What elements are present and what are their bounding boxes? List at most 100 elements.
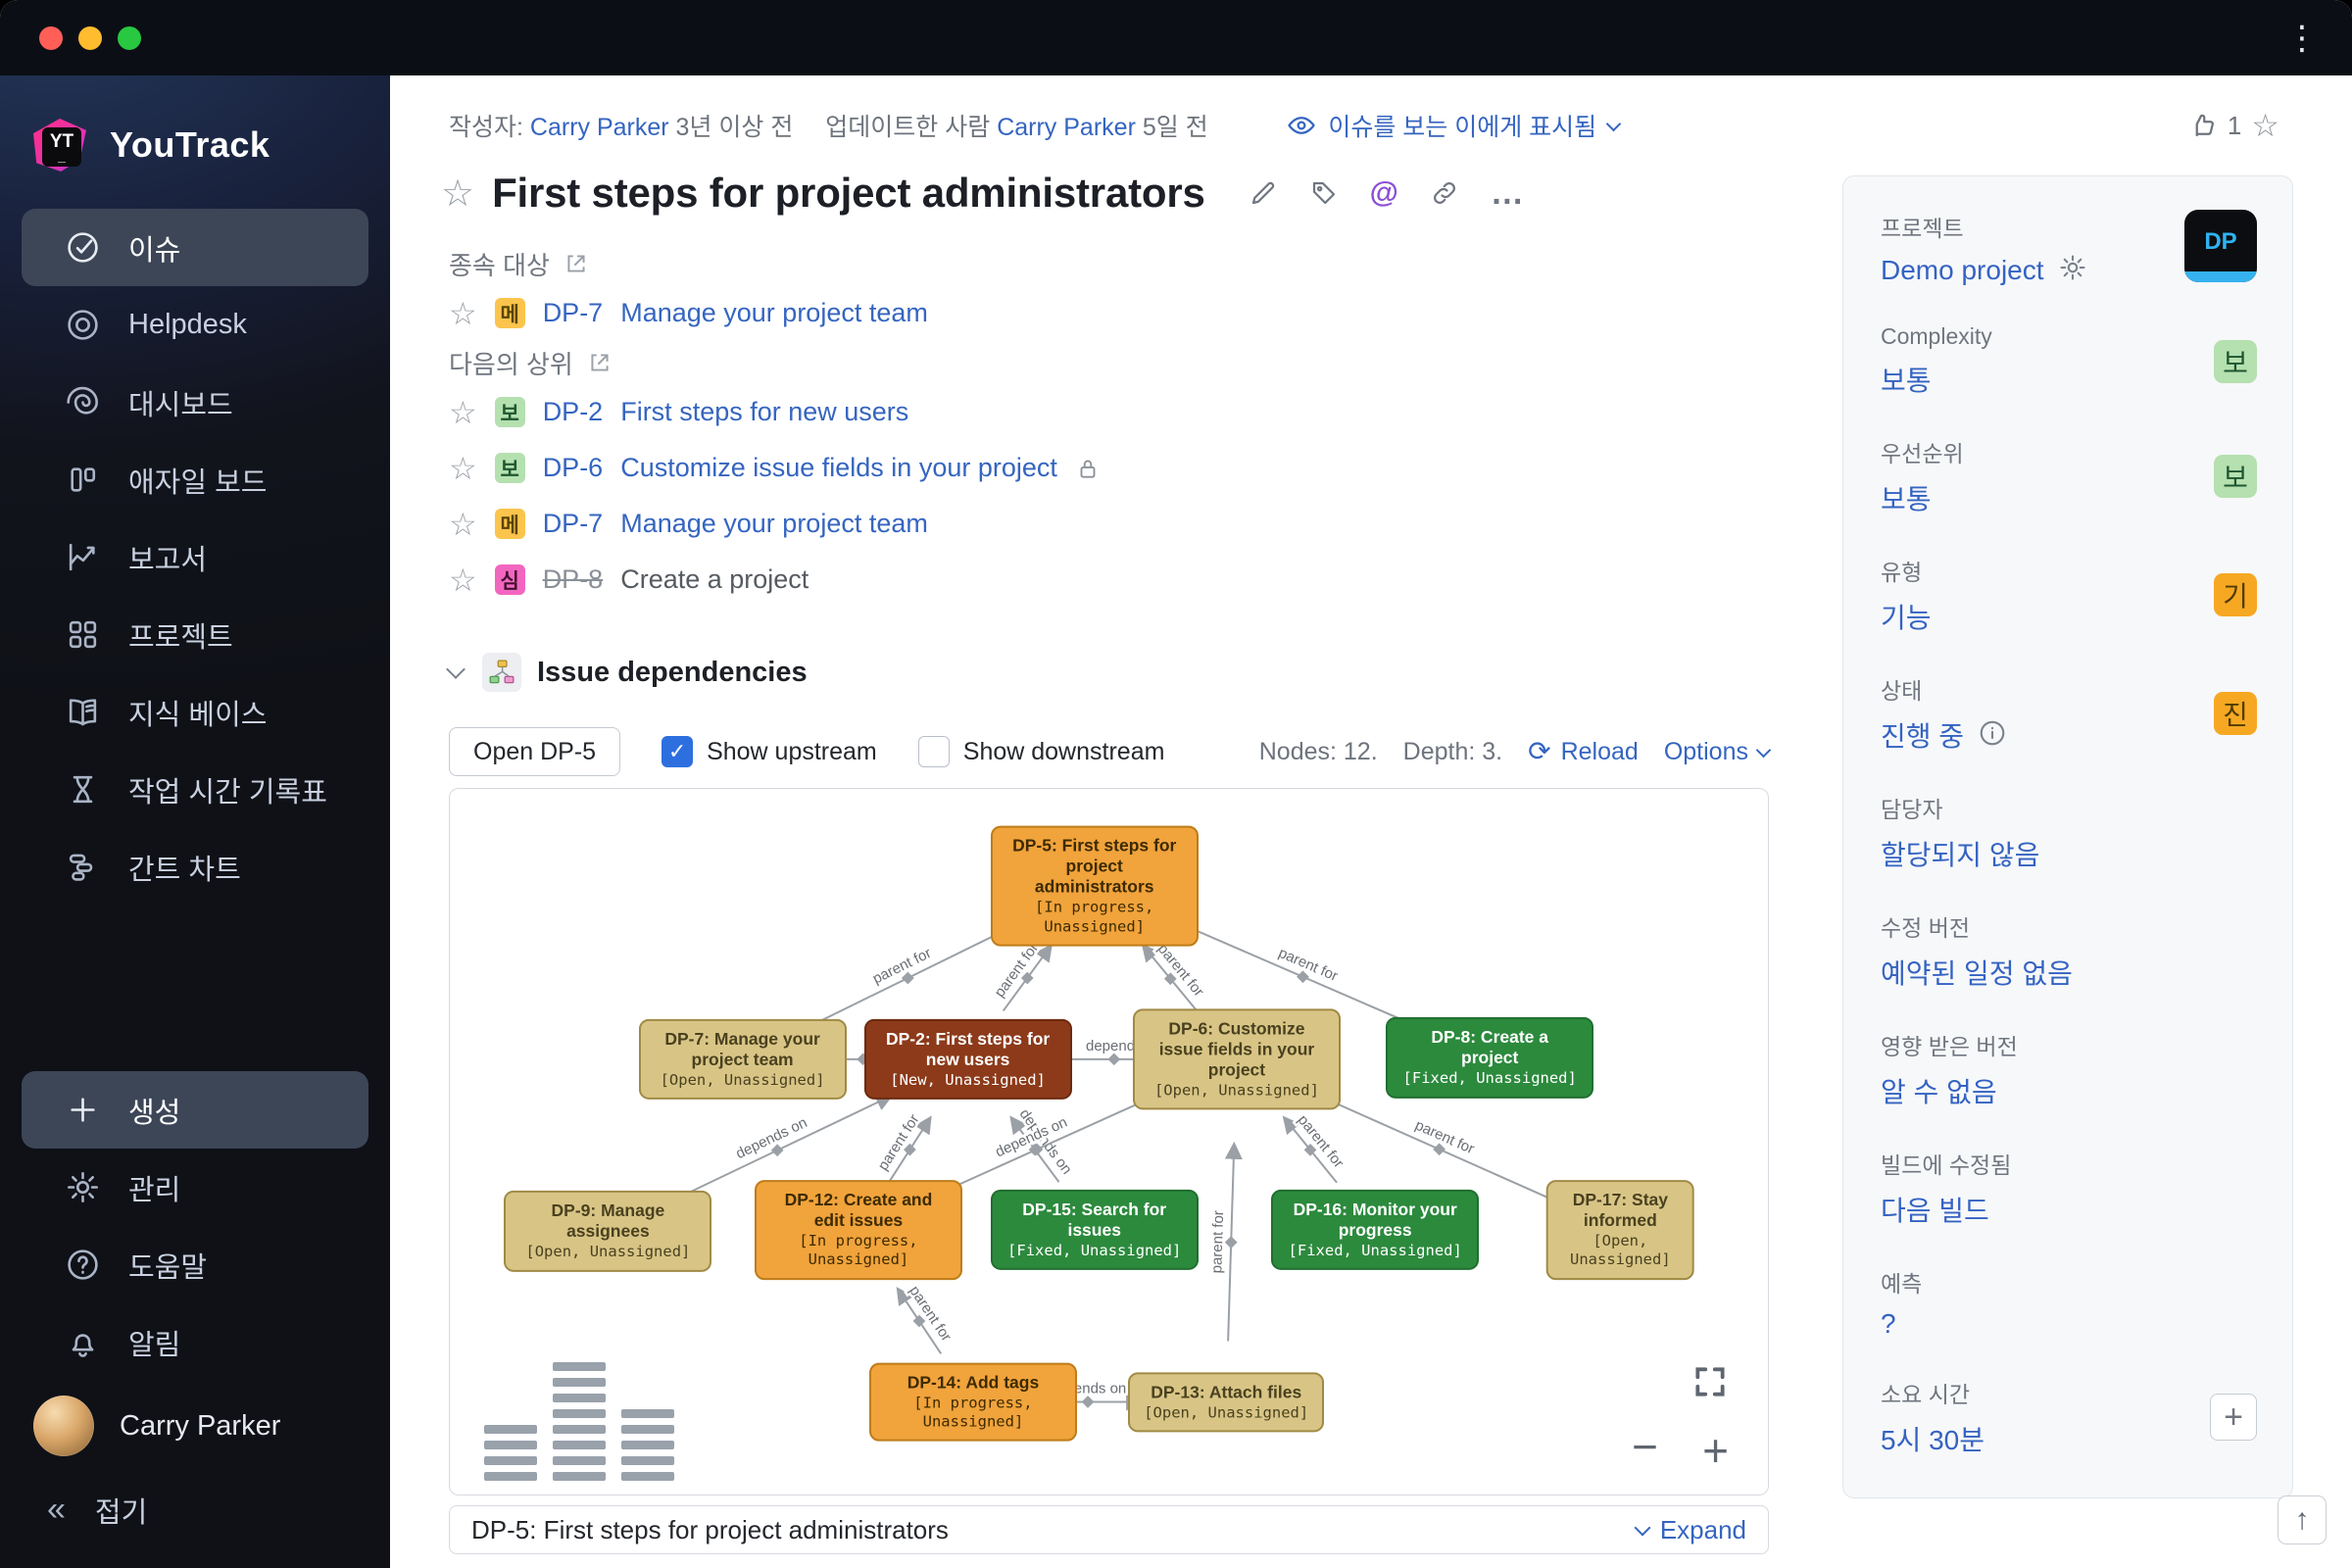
helpdesk-icon [65, 307, 101, 343]
projects-icon [65, 616, 101, 653]
youtrack-logo[interactable]: YT_ YouTrack [0, 75, 390, 209]
show-downstream-checkbox[interactable]: Show downstream [918, 736, 1165, 767]
field-value[interactable]: 할당되지 않음 [1881, 834, 2039, 873]
project-avatar[interactable]: DP [2184, 210, 2257, 282]
mention-icon[interactable]: @ [1370, 178, 1398, 208]
dependency-node-DP-17[interactable]: DP-17: Stay informed[Open, Unassigned] [1546, 1180, 1694, 1280]
star-icon[interactable]: ☆ [449, 394, 477, 431]
gear-icon[interactable] [2058, 253, 2087, 287]
dependency-node-DP-9[interactable]: DP-9: Manage assignees[Open, Unassigned] [504, 1191, 711, 1271]
issue-summary-link[interactable]: Manage your project team [620, 298, 928, 328]
issue-summary-link[interactable]: First steps for new users [620, 397, 908, 427]
dependency-node-DP-5[interactable]: DP-5: First steps for project administra… [991, 826, 1199, 947]
add-time-button[interactable]: + [2210, 1394, 2257, 1441]
external-link-icon[interactable] [564, 251, 589, 276]
field-value[interactable]: 보통 [1881, 478, 1932, 517]
external-link-icon[interactable] [587, 350, 612, 375]
author-link[interactable]: Carry Parker [530, 114, 669, 141]
sidebar-item-notifications[interactable]: 알림 [22, 1303, 368, 1381]
issue-id-link[interactable]: DP-7 [543, 298, 604, 328]
reload-icon: ⟳ [1528, 738, 1550, 765]
sidebar-item-administration[interactable]: 관리 [22, 1149, 368, 1226]
issue-summary-link[interactable]: Create a project [620, 564, 808, 595]
knowledge-base-icon [65, 694, 101, 730]
sidebar-collapse-button[interactable]: « 접기 [0, 1471, 390, 1548]
star-icon[interactable]: ☆ [441, 172, 474, 216]
show-upstream-checkbox[interactable]: ✓ Show upstream [662, 736, 877, 767]
field-label: Complexity [1881, 323, 1992, 350]
dependency-node-DP-7[interactable]: DP-7: Manage your project team[Open, Una… [639, 1019, 847, 1100]
dependency-node-DP-12[interactable]: DP-12: Create and edit issues[In progres… [755, 1180, 962, 1280]
tag-icon[interactable] [1309, 178, 1339, 208]
dependency-node-DP-6[interactable]: DP-6: Customize issue fields in your pro… [1133, 1008, 1341, 1109]
sidebar-item-create[interactable]: 생성 [22, 1071, 368, 1149]
sidebar-item-helpdesk[interactable]: Helpdesk [22, 286, 368, 364]
dependency-node-DP-15[interactable]: DP-15: Search for issues[Fixed, Unassign… [991, 1190, 1199, 1270]
issue-id-link[interactable]: DP-2 [543, 397, 604, 427]
fullscreen-window-button[interactable] [118, 26, 141, 50]
open-dp5-button[interactable]: Open DP-5 [449, 727, 620, 776]
sidebar-item-projects[interactable]: 프로젝트 [22, 596, 368, 673]
sidebar-user[interactable]: Carry Parker [0, 1381, 390, 1471]
window-titlebar: ⋮ [0, 0, 2352, 75]
field-value[interactable]: 진행 중 [1881, 715, 1964, 755]
issue-summary-link[interactable]: Manage your project team [620, 509, 928, 539]
user-avatar [33, 1396, 94, 1456]
zoom-out-button[interactable]: − [1632, 1424, 1658, 1469]
issue-title: First steps for project administrators [492, 170, 1205, 217]
sidebar-item-timesheets[interactable]: 작업 시간 기록표 [22, 751, 368, 828]
updater-link[interactable]: Carry Parker [997, 114, 1136, 141]
sidebar-item-issues[interactable]: 이슈 [22, 209, 368, 286]
scroll-top-button[interactable]: ↑ [2278, 1495, 2327, 1544]
field-value[interactable]: 예약된 일정 없음 [1881, 953, 2073, 992]
issue-summary-link[interactable]: Customize issue fields in your project [620, 453, 1057, 483]
dependency-node-DP-14[interactable]: DP-14: Add tags[In progress, Unassigned] [869, 1362, 1077, 1442]
star-icon[interactable]: ☆ [449, 506, 477, 543]
collapse-section-icon[interactable] [446, 660, 466, 679]
star-issue-icon[interactable]: ☆ [2251, 107, 2279, 144]
field-유형: 유형기능기 [1881, 554, 2257, 636]
thumbs-up-icon[interactable] [2188, 111, 2218, 140]
zoom-in-button[interactable]: + [1702, 1428, 1729, 1473]
dependency-node-DP-16[interactable]: DP-16: Monitor your progress[Fixed, Unas… [1271, 1190, 1479, 1270]
expand-button[interactable]: Expand [1637, 1515, 1746, 1545]
field-value[interactable]: 보통 [1881, 360, 1932, 399]
dependency-node-DP-8[interactable]: DP-8: Create a project[Fixed, Unassigned… [1386, 1017, 1593, 1098]
star-icon[interactable]: ☆ [449, 450, 477, 487]
sidebar-item-agile-boards[interactable]: 애자일 보드 [22, 441, 368, 518]
minimize-window-button[interactable] [78, 26, 102, 50]
options-dropdown[interactable]: Options [1664, 738, 1769, 766]
sidebar-item-help[interactable]: 도움말 [22, 1226, 368, 1303]
field-빌드에 수정됨: 빌드에 수정됨다음 빌드 [1881, 1147, 2257, 1229]
graph-selected-issue-bar[interactable]: DP-5: First steps for project administra… [449, 1505, 1769, 1554]
svg-text:parent for: parent for [1208, 1210, 1227, 1274]
field-value[interactable]: 알 수 없음 [1881, 1071, 1997, 1110]
field-value[interactable]: ? [1881, 1308, 1896, 1340]
fullscreen-icon[interactable] [1691, 1363, 1729, 1400]
issue-id-link[interactable]: DP-6 [543, 453, 604, 483]
issue-id-link[interactable]: DP-7 [543, 509, 604, 539]
link-icon[interactable] [1430, 178, 1459, 208]
edit-icon[interactable] [1249, 178, 1278, 208]
sidebar-item-knowledge-base[interactable]: 지식 베이스 [22, 673, 368, 751]
sidebar-item-reports[interactable]: 보고서 [22, 518, 368, 596]
dependency-node-DP-2[interactable]: DP-2: First steps for new users[New, Una… [864, 1019, 1072, 1100]
info-icon[interactable] [1978, 718, 2007, 753]
field-value[interactable]: 기능 [1881, 597, 1932, 636]
star-icon[interactable]: ☆ [449, 295, 477, 332]
field-value[interactable]: 다음 빌드 [1881, 1190, 1989, 1229]
issue-id-link[interactable]: DP-8 [543, 564, 604, 595]
reload-button[interactable]: ⟳ Reload [1528, 738, 1639, 766]
visibility-dropdown[interactable]: 이슈를 보는 이에게 표시됨 [1287, 108, 1619, 143]
sidebar-item-dashboards[interactable]: 대시보드 [22, 364, 368, 441]
star-icon[interactable]: ☆ [449, 562, 477, 599]
field-value[interactable]: 5시 30분 [1881, 1419, 1984, 1458]
browser-menu-icon[interactable]: ⋮ [2285, 22, 2319, 55]
dependency-graph-canvas[interactable]: parent forparent forparent forparent for… [449, 788, 1769, 1495]
sidebar-item-gantt-charts[interactable]: 간트 차트 [22, 828, 368, 906]
dependency-node-DP-13[interactable]: DP-13: Attach files[Open, Unassigned] [1128, 1372, 1324, 1432]
field-value[interactable]: Demo project [1881, 255, 2044, 286]
issue-type-badge: 심 [495, 564, 525, 595]
timesheets-icon [65, 771, 101, 808]
close-window-button[interactable] [39, 26, 63, 50]
